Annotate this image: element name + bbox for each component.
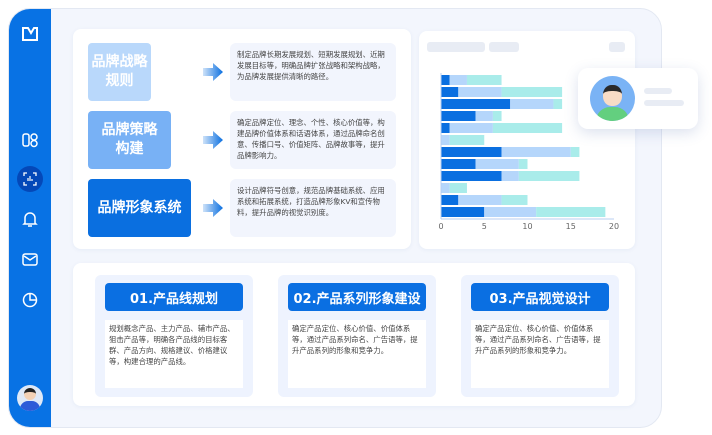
bar-series-3-row-7 — [570, 147, 580, 157]
bar-series-2-row-1 — [449, 75, 467, 85]
product-description: 确定产品定位、核心价值、价值体系等，通过产品系列命名、广告语等，提升产品系列的形… — [471, 320, 609, 388]
product-title-button[interactable]: 03.产品视觉设计 — [471, 283, 609, 311]
bar-series-2-row-4 — [475, 111, 493, 121]
bar-series-3-row-5 — [492, 123, 563, 133]
mail-icon[interactable] — [19, 248, 41, 270]
pie-chart-icon[interactable] — [19, 289, 41, 311]
bar-series-2-row-7 — [501, 147, 571, 157]
bar-series-1-row-2 — [441, 87, 459, 97]
arrow-right-icon — [203, 63, 223, 81]
bar-series-2-row-6 — [441, 135, 450, 145]
apps-icon[interactable] — [19, 129, 41, 151]
bar-series-3-row-1 — [466, 75, 502, 85]
brand-step-description: 制定品牌长期发展规划、短期发展规划、近期发展目标等，明确品牌扩张战略和架构战略，… — [230, 43, 396, 101]
app-window: 品牌战略 规则 制定品牌长期发展规划、短期发展规划、近期发展目标等，明确品牌扩张… — [8, 8, 662, 428]
placeholder-name — [644, 88, 672, 94]
bar-series-2-row-11 — [458, 195, 502, 205]
bar-series-3-row-12 — [536, 207, 606, 217]
product-title-button[interactable]: 02.产品系列形象建设 — [288, 283, 426, 311]
bar-series-1-row-12 — [441, 207, 485, 217]
bar-series-3-row-9 — [518, 171, 580, 181]
placeholder-bar — [427, 42, 485, 52]
user-avatar[interactable] — [17, 385, 43, 411]
arrow-right-icon — [203, 131, 223, 149]
bar-series-3-row-2 — [501, 87, 563, 97]
logo-icon[interactable] — [19, 23, 41, 45]
bar-series-1-row-11 — [441, 195, 459, 205]
bar-series-2-row-8 — [475, 159, 519, 169]
bar-series-3-row-3 — [553, 99, 563, 109]
product-card: 02.产品系列形象建设 确定产品定位、核心价值、价值体系等，通过产品系列命名、广… — [278, 275, 436, 397]
x-tick-label: 15 — [566, 222, 576, 231]
stacked-bar-chart: 0 5 10 15 20 — [438, 73, 619, 231]
bar-series-1-row-8 — [441, 159, 476, 169]
x-tick-label: 10 — [522, 222, 532, 231]
brand-step-title: 品牌形象系统 — [97, 199, 182, 216]
x-tick-label: 0 — [438, 222, 443, 231]
profile-card[interactable] — [578, 68, 698, 129]
product-card: 01.产品线规划 规划概念产品、主力产品、辅市产品、狙击产品等，明确各产品线的目… — [95, 275, 253, 397]
brand-step-description: 设计品牌符号创意，规范品牌基础系统、应用系统和拓展系统，打造品牌形象KV和宣传物… — [230, 179, 396, 237]
placeholder-detail — [644, 100, 684, 106]
chart-panel: 0 5 10 15 20 — [419, 31, 635, 249]
bar-series-2-row-10 — [441, 183, 450, 193]
bar-series-3-row-4 — [492, 111, 502, 121]
bar-series-1-row-3 — [441, 99, 511, 109]
bar-series-3-row-8 — [518, 159, 528, 169]
arrow-right-icon — [203, 199, 223, 217]
bell-icon[interactable] — [19, 208, 41, 230]
bar-series-3-row-10 — [449, 183, 467, 193]
x-tick-label: 5 — [482, 222, 487, 231]
brand-step-description: 确定品牌定位、理念、个性、核心价值等，构建品牌价值体系和话语体系，通过品牌命名创… — [230, 111, 396, 169]
brand-step-title: 品牌战略 规则 — [91, 54, 148, 89]
x-tick-label: 20 — [609, 222, 619, 231]
bar-series-2-row-2 — [458, 87, 502, 97]
bar-series-3-row-11 — [501, 195, 528, 205]
bar-series-2-row-5 — [449, 123, 493, 133]
product-title-button[interactable]: 01.产品线规划 — [105, 283, 243, 311]
brand-step-3: 品牌形象系统 — [88, 179, 191, 237]
placeholder-bar — [489, 42, 519, 52]
bar-series-1-row-4 — [441, 111, 476, 121]
products-panel: 01.产品线规划 规划概念产品、主力产品、辅市产品、狙击产品等，明确各产品线的目… — [73, 263, 635, 406]
bar-series-2-row-9 — [501, 171, 519, 181]
profile-avatar — [590, 76, 635, 121]
analytics-icon[interactable] — [17, 166, 43, 192]
bar-series-3-row-6 — [449, 135, 485, 145]
bar-series-1-row-5 — [441, 123, 450, 133]
bar-series-2-row-3 — [510, 99, 554, 109]
bar-series-2-row-12 — [484, 207, 537, 217]
brand-step-1: 品牌战略 规则 — [88, 43, 151, 101]
placeholder-bar — [609, 42, 625, 52]
product-card: 03.产品视觉设计 确定产品定位、核心价值、价值体系等，通过产品系列命名、广告语… — [461, 275, 619, 397]
bar-series-1-row-9 — [441, 171, 502, 181]
sidebar — [9, 9, 51, 427]
bar-series-1-row-7 — [441, 147, 502, 157]
product-description: 规划概念产品、主力产品、辅市产品、狙击产品等，明确各产品线的目标客群、产品方向、… — [105, 320, 243, 388]
brand-step-title: 品牌策略 构建 — [101, 122, 158, 157]
product-description: 确定产品定位、核心价值、价值体系等，通过产品系列命名、广告语等，提升产品系列的形… — [288, 320, 426, 388]
brand-panel: 品牌战略 规则 制定品牌长期发展规划、短期发展规划、近期发展目标等，明确品牌扩张… — [73, 29, 411, 249]
bar-series-1-row-1 — [441, 75, 450, 85]
brand-step-2: 品牌策略 构建 — [88, 111, 171, 169]
